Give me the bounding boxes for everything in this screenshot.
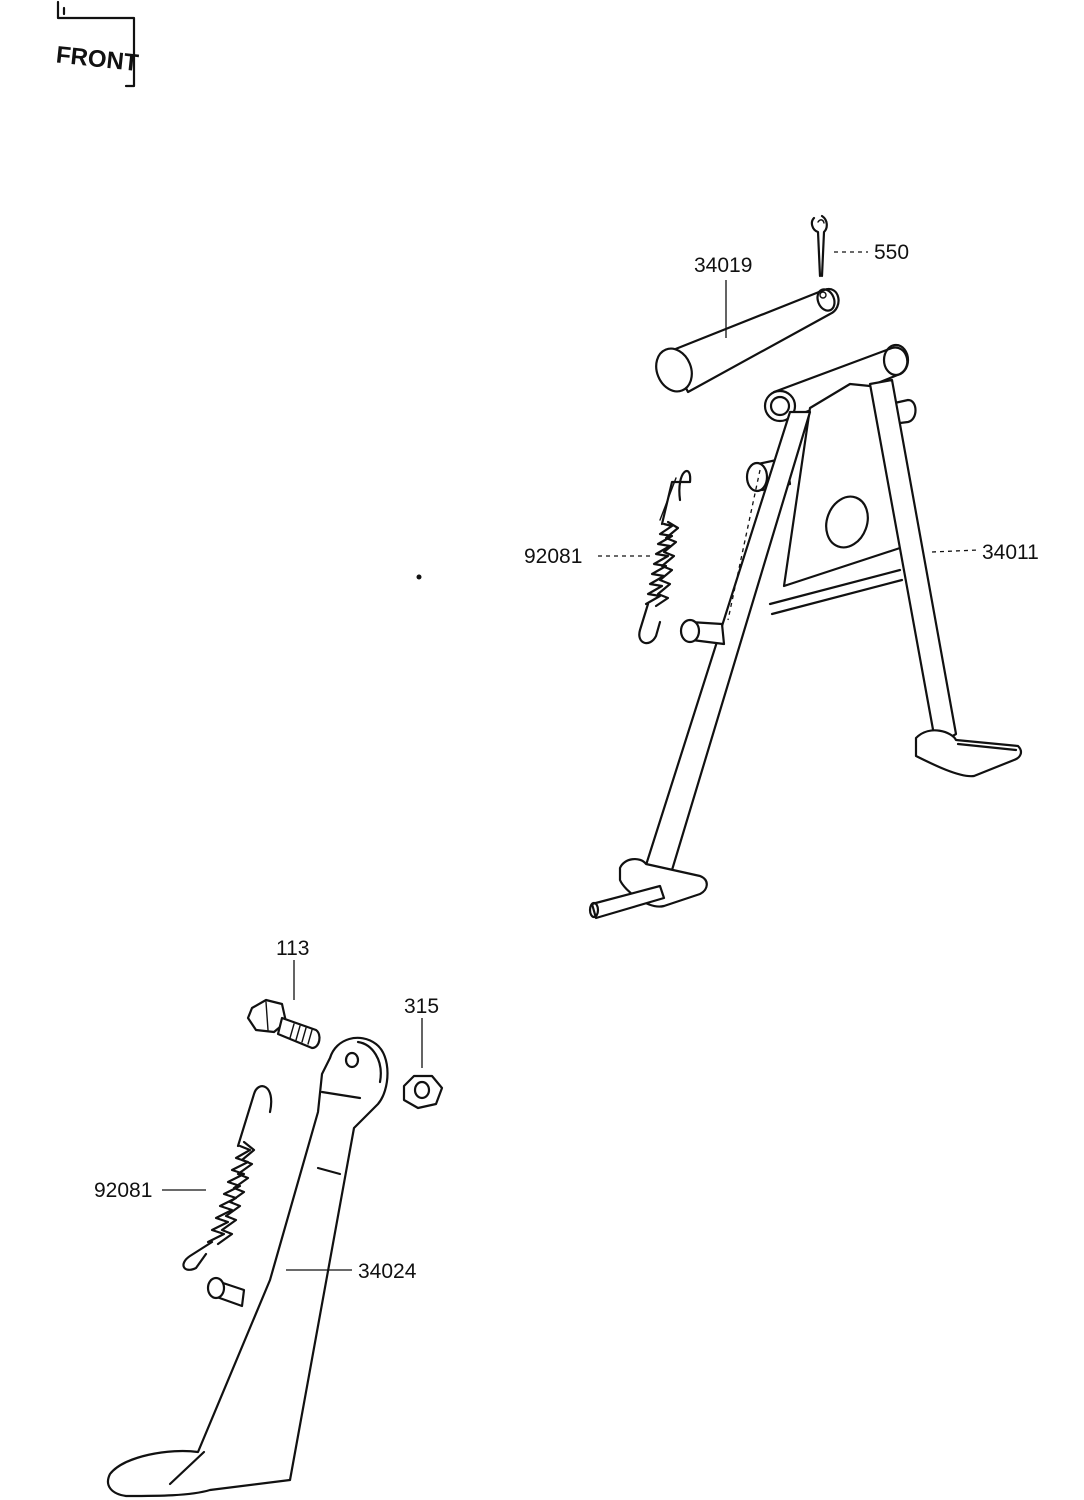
callout-34019: 34019 <box>694 254 752 277</box>
center-stand-34011 <box>588 343 1023 920</box>
side-stand-34024 <box>106 1036 389 1498</box>
cotter-pin-550 <box>810 214 828 278</box>
callout-315: 315 <box>404 995 439 1018</box>
leader-34011 <box>931 549 979 553</box>
callout-34011: 34011 <box>982 541 1039 564</box>
callout-550: 550 <box>874 241 909 264</box>
front-direction-icon: FRONT <box>55 0 140 88</box>
callout-92081-side: 92081 <box>94 1179 152 1202</box>
callout-92081-center: 92081 <box>524 545 582 568</box>
callout-34024: 34024 <box>358 1260 417 1283</box>
callout-113: 113 <box>276 937 309 960</box>
front-label: FRONT <box>55 42 140 78</box>
nut-315 <box>402 1074 444 1110</box>
pivot-pin-34019 <box>655 287 840 394</box>
return-spring-92081-side <box>182 1085 273 1271</box>
return-spring-92081-center <box>638 470 692 645</box>
stray-mark <box>416 574 422 580</box>
bolt-113 <box>246 998 321 1050</box>
